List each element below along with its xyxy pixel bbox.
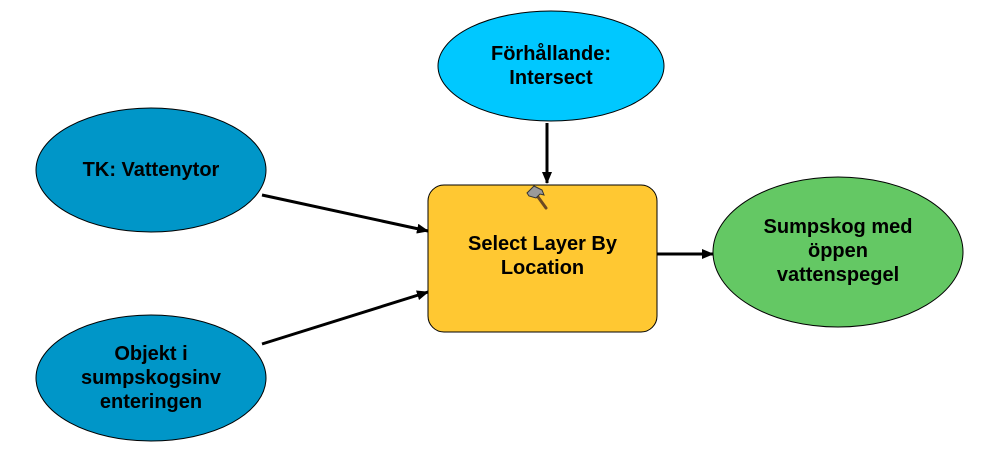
- output-node-sumpskog[interactable]: [712, 176, 964, 328]
- hammer-icon: [526, 185, 548, 210]
- tool-node-select-layer[interactable]: [427, 184, 658, 333]
- input-node-tk-vattenytor[interactable]: [35, 107, 267, 233]
- connector-objekt-to-tool: [261, 290, 429, 346]
- connector-tk-to-tool: [261, 193, 429, 234]
- parameter-node-forhallande[interactable]: [437, 10, 665, 122]
- input-node-objekt[interactable]: [35, 314, 267, 442]
